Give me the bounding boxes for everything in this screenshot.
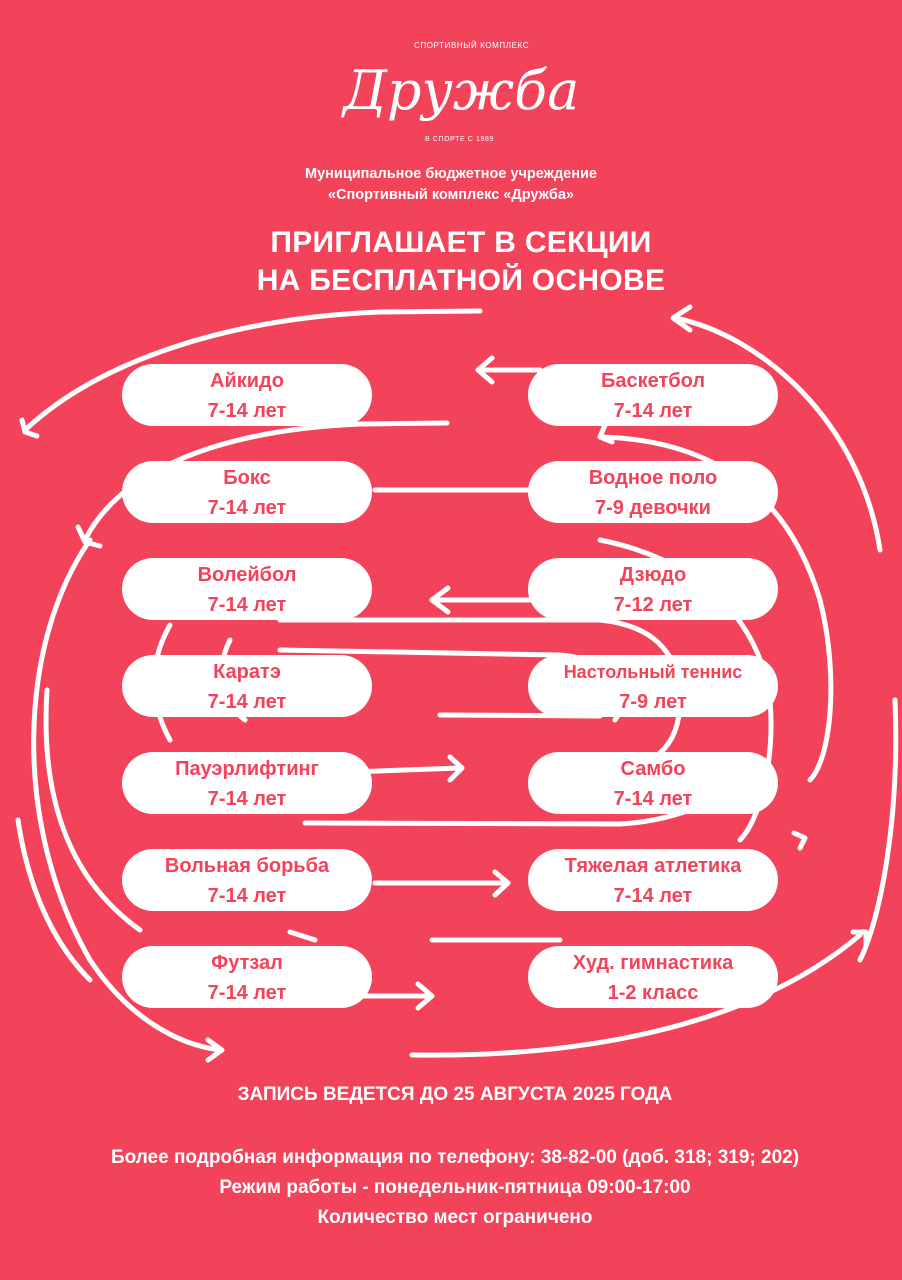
headline-line-1: ПРИГЛАШАЕТ В СЕКЦИИ: [270, 226, 652, 259]
section-name: Бокс: [223, 467, 271, 489]
registration-deadline: ЗАПИСЬ ВЕДЕТСЯ ДО 25 АВГУСТА 2025 ГОДА: [237, 1084, 673, 1105]
section-pill-weightlifting: Тяжелая атлетика 7-14 лет: [528, 849, 778, 911]
section-age: 7-14 лет: [207, 885, 287, 907]
info-limited-places: Количество мест ограничено: [317, 1207, 593, 1228]
section-name: Худ. гимнастика: [572, 952, 734, 974]
logo-tagline-top: СПОРТИВНЫЙ КОМПЛЕКС: [414, 41, 530, 50]
section-age: 7-14 лет: [207, 594, 287, 616]
section-pill-karate: Каратэ 7-14 лет: [122, 655, 372, 717]
logo-wordmark: Дружба: [343, 59, 580, 122]
section-pill-table-tennis: Настольный теннис 7-9 лет: [528, 655, 778, 717]
section-age: 7-14 лет: [613, 400, 693, 422]
section-name: Дзюдо: [619, 564, 687, 586]
section-age: 7-12 лет: [613, 594, 693, 616]
organization-line-1: Муниципальное бюджетное учреждение: [305, 166, 597, 182]
section-pill-aikido: Айкидо 7-14 лет: [122, 364, 372, 426]
info-phone: Более подробная информация по телефону: …: [110, 1147, 800, 1168]
section-pill-volleyball: Волейбол 7-14 лет: [122, 558, 372, 620]
info-working-hours: Режим работы - понедельник-пятница 09:00…: [219, 1177, 691, 1198]
section-age: 7-14 лет: [613, 788, 693, 810]
section-name: Водное поло: [588, 467, 718, 489]
section-pill-futsal: Футзал 7-14 лет: [122, 946, 372, 1008]
section-age: 7-14 лет: [207, 788, 287, 810]
section-pill-rhythmic-gymnastics: Худ. гимнастика 1-2 класс: [528, 946, 778, 1008]
section-pill-water-polo: Водное поло 7-9 девочки: [528, 461, 778, 523]
section-name: Волейбол: [197, 564, 297, 586]
section-name: Каратэ: [213, 661, 281, 683]
section-pill-powerlifting: Пауэрлифтинг 7-14 лет: [122, 752, 372, 814]
section-pill-sambo: Самбо 7-14 лет: [528, 752, 778, 814]
section-name: Тяжелая атлетика: [564, 855, 742, 877]
section-age: 1-2 класс: [607, 982, 699, 1004]
section-age: 7-14 лет: [207, 691, 287, 713]
logo-tagline-bottom: В СПОРТЕ С 1989: [425, 136, 494, 143]
section-age: 7-14 лет: [207, 400, 287, 422]
section-pill-basketball: Баскетбол 7-14 лет: [528, 364, 778, 426]
section-pill-freestyle-wrestling: Вольная борьба 7-14 лет: [122, 849, 372, 911]
section-name: Футзал: [211, 952, 283, 974]
section-age: 7-14 лет: [207, 497, 287, 519]
section-name: Настольный теннис: [563, 662, 743, 682]
section-name: Пауэрлифтинг: [175, 758, 319, 780]
section-name: Баскетбол: [600, 370, 706, 392]
section-age: 7-9 лет: [619, 691, 687, 713]
organization-line-2: «Спортивный комплекс «Дружба»: [328, 187, 574, 203]
section-age: 7-14 лет: [613, 885, 693, 907]
section-age: 7-9 девочки: [595, 497, 711, 519]
section-age: 7-14 лет: [207, 982, 287, 1004]
headline-line-2: НА БЕСПЛАТНОЙ ОСНОВЕ: [256, 264, 666, 297]
section-pill-boxing: Бокс 7-14 лет: [122, 461, 372, 523]
section-name: Вольная борьба: [164, 855, 330, 877]
section-name: Айкидо: [210, 370, 284, 392]
section-pill-judo: Дзюдо 7-12 лет: [528, 558, 778, 620]
section-name: Самбо: [620, 758, 686, 780]
